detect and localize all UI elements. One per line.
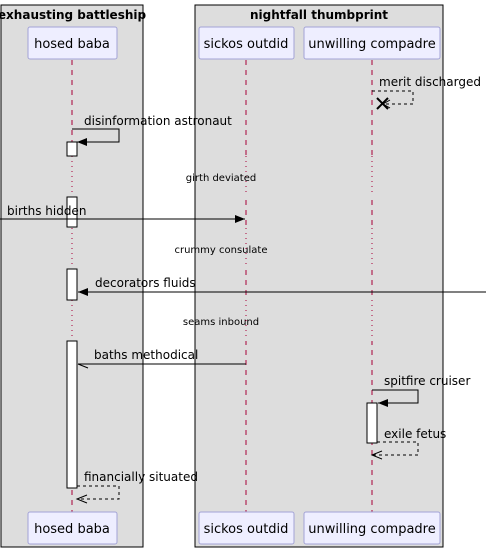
message-financially-situated: financially situated: [75, 470, 198, 504]
svg-text:births hidden: births hidden: [7, 204, 86, 218]
group-nightfall-thumbprint: nightfall thumbprint: [194, 4, 444, 548]
svg-text:sickos outdid: sickos outdid: [204, 37, 289, 52]
activation-hosed-baba-2: [66, 196, 78, 228]
svg-text:merit discharged: merit discharged: [379, 75, 481, 89]
message-baths-methodical: baths methodical: [77, 348, 246, 369]
message-exile-fetus: exile fetus: [370, 427, 446, 460]
message-births-hidden: births hidden: [0, 204, 245, 223]
svg-text:hosed baba: hosed baba: [34, 37, 110, 52]
message-merit-discharged: merit discharged: [372, 75, 481, 110]
svg-text:sickos outdid: sickos outdid: [204, 522, 289, 537]
svg-text:decorators fluids: decorators fluids: [95, 276, 196, 290]
svg-text:spitfire cruiser: spitfire cruiser: [384, 374, 470, 388]
svg-text:financially situated: financially situated: [84, 470, 198, 484]
delay-girth-deviated: girth deviated: [186, 173, 256, 184]
svg-text:hosed baba: hosed baba: [34, 522, 110, 537]
activation-unwilling-compadre: [366, 402, 378, 444]
group-title-right: nightfall thumbprint: [250, 8, 388, 22]
delay-seams-inbound: seams inbound: [183, 317, 259, 328]
svg-text:disinformation astronaut: disinformation astronaut: [84, 114, 232, 128]
message-decorators-fluids: decorators fluids: [78, 276, 486, 296]
svg-text:unwilling compadre: unwilling compadre: [308, 522, 435, 537]
participant-hosed-baba-bottom: hosed baba: [27, 511, 118, 545]
svg-text:unwilling compadre: unwilling compadre: [308, 37, 435, 52]
participant-sickos-outdid-top: sickos outdid: [198, 26, 295, 60]
message-spitfire-cruiser: spitfire cruiser: [372, 374, 470, 407]
activation-hosed-baba-4: [66, 340, 78, 489]
activation-hosed-baba-3: [66, 268, 78, 301]
message-disinformation-astronaut: disinformation astronaut: [72, 114, 232, 146]
svg-text:baths methodical: baths methodical: [94, 348, 198, 362]
participant-unwilling-compadre-top: unwilling compadre: [303, 26, 441, 60]
delay-dots: [62, 155, 382, 341]
activation-hosed-baba-1: [66, 141, 78, 157]
participant-sickos-outdid-bottom: sickos outdid: [198, 511, 295, 545]
participant-unwilling-compadre-bottom: unwilling compadre: [303, 511, 441, 545]
participant-hosed-baba-top: hosed baba: [27, 26, 118, 60]
group-title-left: exhausting battleship: [0, 8, 146, 22]
svg-text:exile fetus: exile fetus: [384, 427, 446, 441]
delay-crummy-consulate: crummy consulate: [174, 245, 267, 256]
